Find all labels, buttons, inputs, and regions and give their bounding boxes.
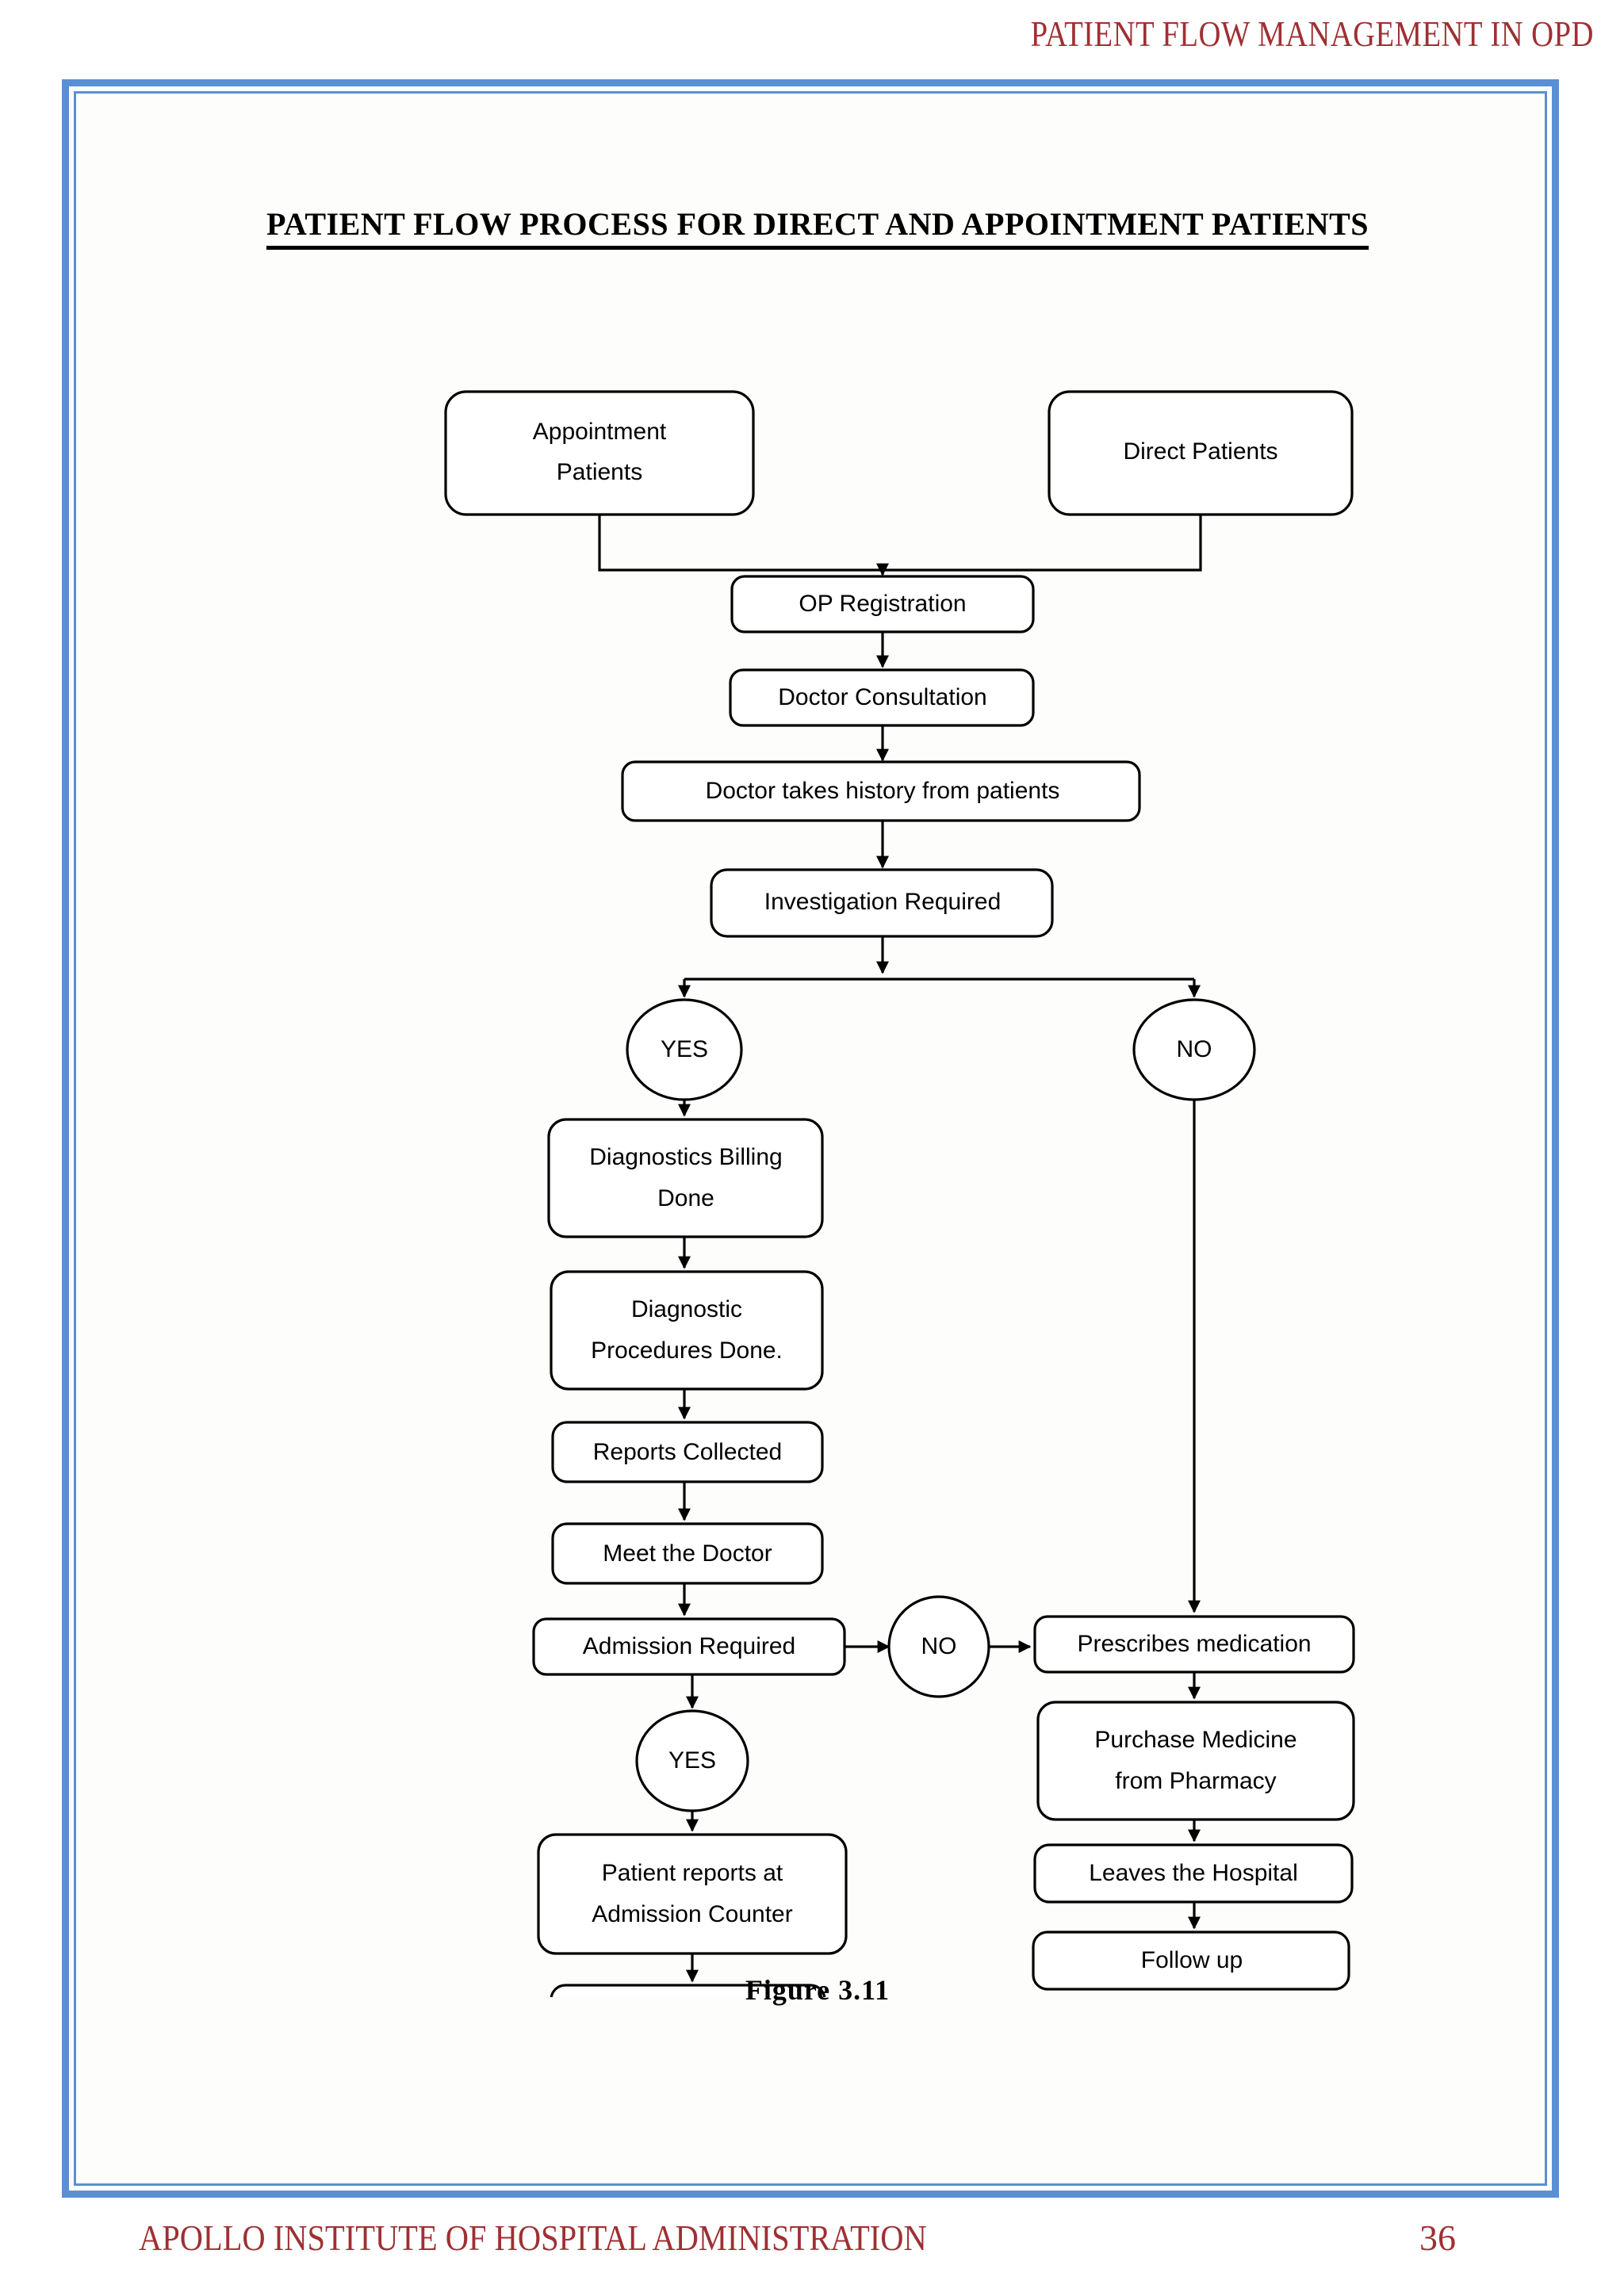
edge-direct-to-merge bbox=[883, 515, 1202, 572]
node-purchase-medicine[interactable]: Purchase Medicine from Pharmacy bbox=[1036, 1701, 1355, 1821]
document-footer: APOLLO INSTITUTE OF HOSPITAL ADMINISTRAT… bbox=[0, 2212, 1624, 2296]
flowchart-title-text: PATIENT FLOW PROCESS FOR DIRECT AND APPO… bbox=[266, 205, 1369, 250]
node-purchase-medicine-line1: Purchase Medicine bbox=[1094, 1727, 1297, 1753]
flow-edges bbox=[598, 515, 1202, 1983]
node-doctor-takes-history[interactable]: Doctor takes history from patients bbox=[621, 760, 1141, 822]
node-leaves-the-hospital-label: Leaves the Hospital bbox=[1089, 1860, 1298, 1886]
node-yes-investigation[interactable]: YES bbox=[626, 998, 743, 1101]
page-content: PATIENT FLOW PROCESS FOR DIRECT AND APPO… bbox=[69, 86, 1566, 2205]
node-investigation-required-label: Investigation Required bbox=[764, 889, 1002, 915]
node-diagnostics-billing[interactable]: Diagnostics Billing Done bbox=[547, 1118, 824, 1238]
node-op-registration-label: OP Registration bbox=[799, 591, 966, 617]
flowchart-title: PATIENT FLOW PROCESS FOR DIRECT AND APPO… bbox=[69, 205, 1566, 250]
figure-caption: Figure 3.11 bbox=[745, 1974, 891, 2006]
flow-nodes: Appointment Patients Direct Patients OP … bbox=[444, 390, 1355, 1997]
header-title: PATIENT FLOW MANAGEMENT IN OPD bbox=[1030, 14, 1594, 54]
page-border-frame: PATIENT FLOW PROCESS FOR DIRECT AND APPO… bbox=[62, 79, 1559, 2198]
node-direct-patients-label: Direct Patients bbox=[1123, 438, 1277, 465]
node-doctor-consultation[interactable]: Doctor Consultation bbox=[729, 668, 1035, 727]
node-meet-the-doctor-label: Meet the Doctor bbox=[603, 1540, 772, 1567]
node-no-investigation-label: NO bbox=[1177, 1036, 1212, 1062]
node-yes-admission[interactable]: YES bbox=[635, 1709, 749, 1812]
node-patient-reports-line1: Patient reports at bbox=[602, 1860, 783, 1886]
node-patient-reports-admission[interactable]: Patient reports at Admission Counter bbox=[537, 1833, 848, 1955]
node-admission-required[interactable]: Admission Required bbox=[532, 1617, 846, 1676]
node-appointment-patients-line2: Patients bbox=[557, 459, 642, 485]
node-admission-required-label: Admission Required bbox=[583, 1633, 795, 1659]
node-op-registration[interactable]: OP Registration bbox=[730, 575, 1035, 633]
node-appointment-patients-line1: Appointment bbox=[533, 419, 667, 445]
node-follow-up[interactable]: Follow up bbox=[1032, 1931, 1350, 1991]
footer-organization: APOLLO INSTITUTE OF HOSPITAL ADMINISTRAT… bbox=[139, 2218, 927, 2258]
node-meet-the-doctor[interactable]: Meet the Doctor bbox=[551, 1522, 824, 1585]
node-prescribes-medication[interactable]: Prescribes medication bbox=[1033, 1615, 1355, 1674]
node-leaves-the-hospital[interactable]: Leaves the Hospital bbox=[1033, 1843, 1354, 1904]
node-prescribes-medication-label: Prescribes medication bbox=[1077, 1631, 1311, 1657]
node-admission-done[interactable]: Admission Done. bbox=[550, 1984, 826, 1997]
node-diagnostic-procedures[interactable]: Diagnostic Procedures Done. bbox=[550, 1270, 824, 1391]
edge-appointment-to-merge bbox=[598, 515, 883, 572]
node-investigation-required[interactable]: Investigation Required bbox=[710, 868, 1054, 938]
node-no-admission-label: NO bbox=[921, 1633, 957, 1659]
node-yes-admission-label: YES bbox=[668, 1747, 716, 1774]
node-no-admission[interactable]: NO bbox=[887, 1595, 990, 1698]
node-appointment-patients[interactable]: Appointment Patients bbox=[444, 390, 755, 516]
node-yes-investigation-label: YES bbox=[661, 1036, 708, 1062]
node-follow-up-label: Follow up bbox=[1141, 1947, 1243, 1973]
node-reports-collected-label: Reports Collected bbox=[593, 1439, 782, 1465]
footer-page-number: 36 bbox=[1419, 2218, 1456, 2258]
node-doctor-takes-history-label: Doctor takes history from patients bbox=[706, 778, 1060, 804]
node-patient-reports-line2: Admission Counter bbox=[592, 1901, 792, 1927]
node-no-investigation[interactable]: NO bbox=[1132, 998, 1256, 1101]
node-purchase-medicine-line2: from Pharmacy bbox=[1115, 1768, 1276, 1794]
node-diagnostic-procedures-line2: Procedures Done. bbox=[591, 1337, 783, 1364]
node-reports-collected[interactable]: Reports Collected bbox=[551, 1421, 824, 1483]
node-direct-patients[interactable]: Direct Patients bbox=[1048, 390, 1354, 516]
node-doctor-consultation-label: Doctor Consultation bbox=[778, 684, 986, 710]
node-diagnostics-billing-line2: Done bbox=[657, 1185, 714, 1211]
patient-flow-diagram: Appointment Patients Direct Patients OP … bbox=[444, 390, 1355, 1997]
node-diagnostics-billing-line1: Diagnostics Billing bbox=[589, 1144, 782, 1170]
document-header: PATIENT FLOW MANAGEMENT IN OPD bbox=[0, 0, 1624, 68]
page-border-inner bbox=[74, 91, 1547, 2186]
node-diagnostic-procedures-line1: Diagnostic bbox=[631, 1296, 742, 1322]
